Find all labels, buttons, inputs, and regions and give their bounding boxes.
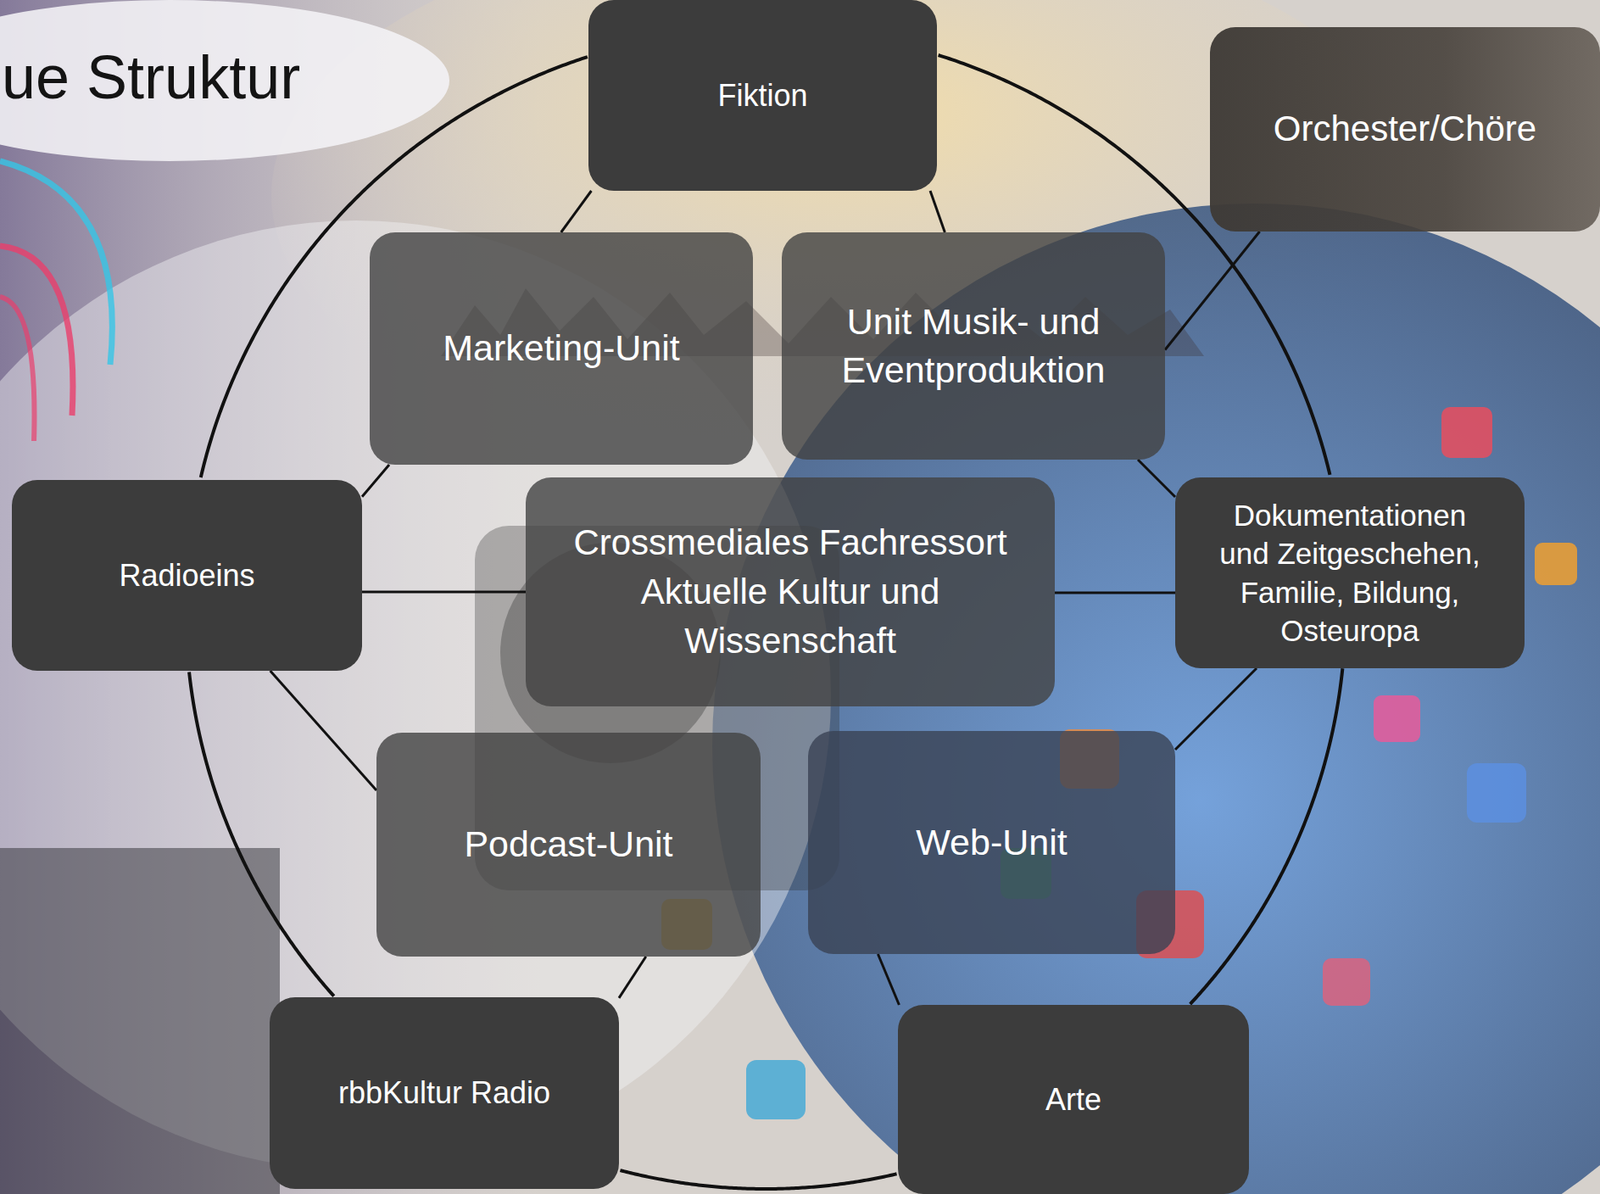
connector-line: [1054, 591, 1176, 595]
box-label: rbbKultur Radio: [338, 1074, 551, 1111]
connector-line: [270, 670, 377, 791]
box-label: Fiktion: [717, 77, 808, 114]
unit-box: rbbKultur Radio: [269, 997, 619, 1189]
app-icon: [1373, 695, 1421, 742]
ring-arc: [1190, 668, 1344, 1004]
unit-box: Orchester/Chöre: [1209, 27, 1600, 232]
connector-line: [877, 953, 899, 1005]
box-label: Podcast-Unit: [463, 822, 673, 867]
unit-box: Podcast-Unit: [376, 732, 761, 957]
connector-line: [1165, 231, 1260, 351]
app-icon: [1322, 958, 1371, 1006]
box-label: Arte: [1045, 1081, 1102, 1118]
unit-box: Dokumentationen und Zeitgeschehen, Famil…: [1175, 477, 1525, 669]
ring-arc: [189, 671, 335, 996]
connector-line: [1175, 668, 1257, 750]
central-box: Crossmediales Fachressort Aktuelle Kultu…: [525, 477, 1055, 707]
box-label: Marketing-Unit: [442, 326, 681, 371]
box-label: Crossmediales Fachressort Aktuelle Kultu…: [559, 518, 1021, 666]
app-icon: [1534, 542, 1578, 586]
box-label: Web-Unit: [915, 820, 1067, 865]
box-label: Dokumentationen und Zeitgeschehen, Famil…: [1205, 496, 1495, 651]
connector-line: [1137, 459, 1176, 497]
neon-arc: [0, 161, 112, 365]
unit-box: Unit Musik- und Eventproduktion: [781, 232, 1166, 460]
app-icon: [1441, 406, 1493, 458]
unit-box: Radioeins: [11, 479, 363, 671]
slide-title: ue Struktur: [1, 42, 301, 113]
app-icon: [746, 1059, 806, 1120]
connector-line: [362, 590, 526, 594]
neon-arc: [0, 296, 35, 441]
box-label: Unit Musik- und Eventproduktion: [807, 297, 1140, 395]
unit-box: Arte: [897, 1004, 1249, 1194]
connector-line: [618, 956, 647, 998]
unit-box: Fiktion: [588, 0, 937, 191]
connector-line: [930, 190, 945, 233]
orchestra-photo: [0, 847, 280, 1194]
app-icon: [1466, 763, 1527, 823]
connector-line: [561, 190, 592, 233]
title-ground: [0, 0, 450, 162]
box-label: Radioeins: [118, 557, 255, 594]
neon-arc: [0, 245, 73, 416]
unit-box: Marketing-Unit: [369, 232, 753, 465]
unit-box: Web-Unit: [808, 730, 1176, 954]
ring-arc: [619, 1170, 897, 1189]
connector-line: [362, 464, 390, 497]
box-label: Orchester/Chöre: [1273, 107, 1537, 151]
